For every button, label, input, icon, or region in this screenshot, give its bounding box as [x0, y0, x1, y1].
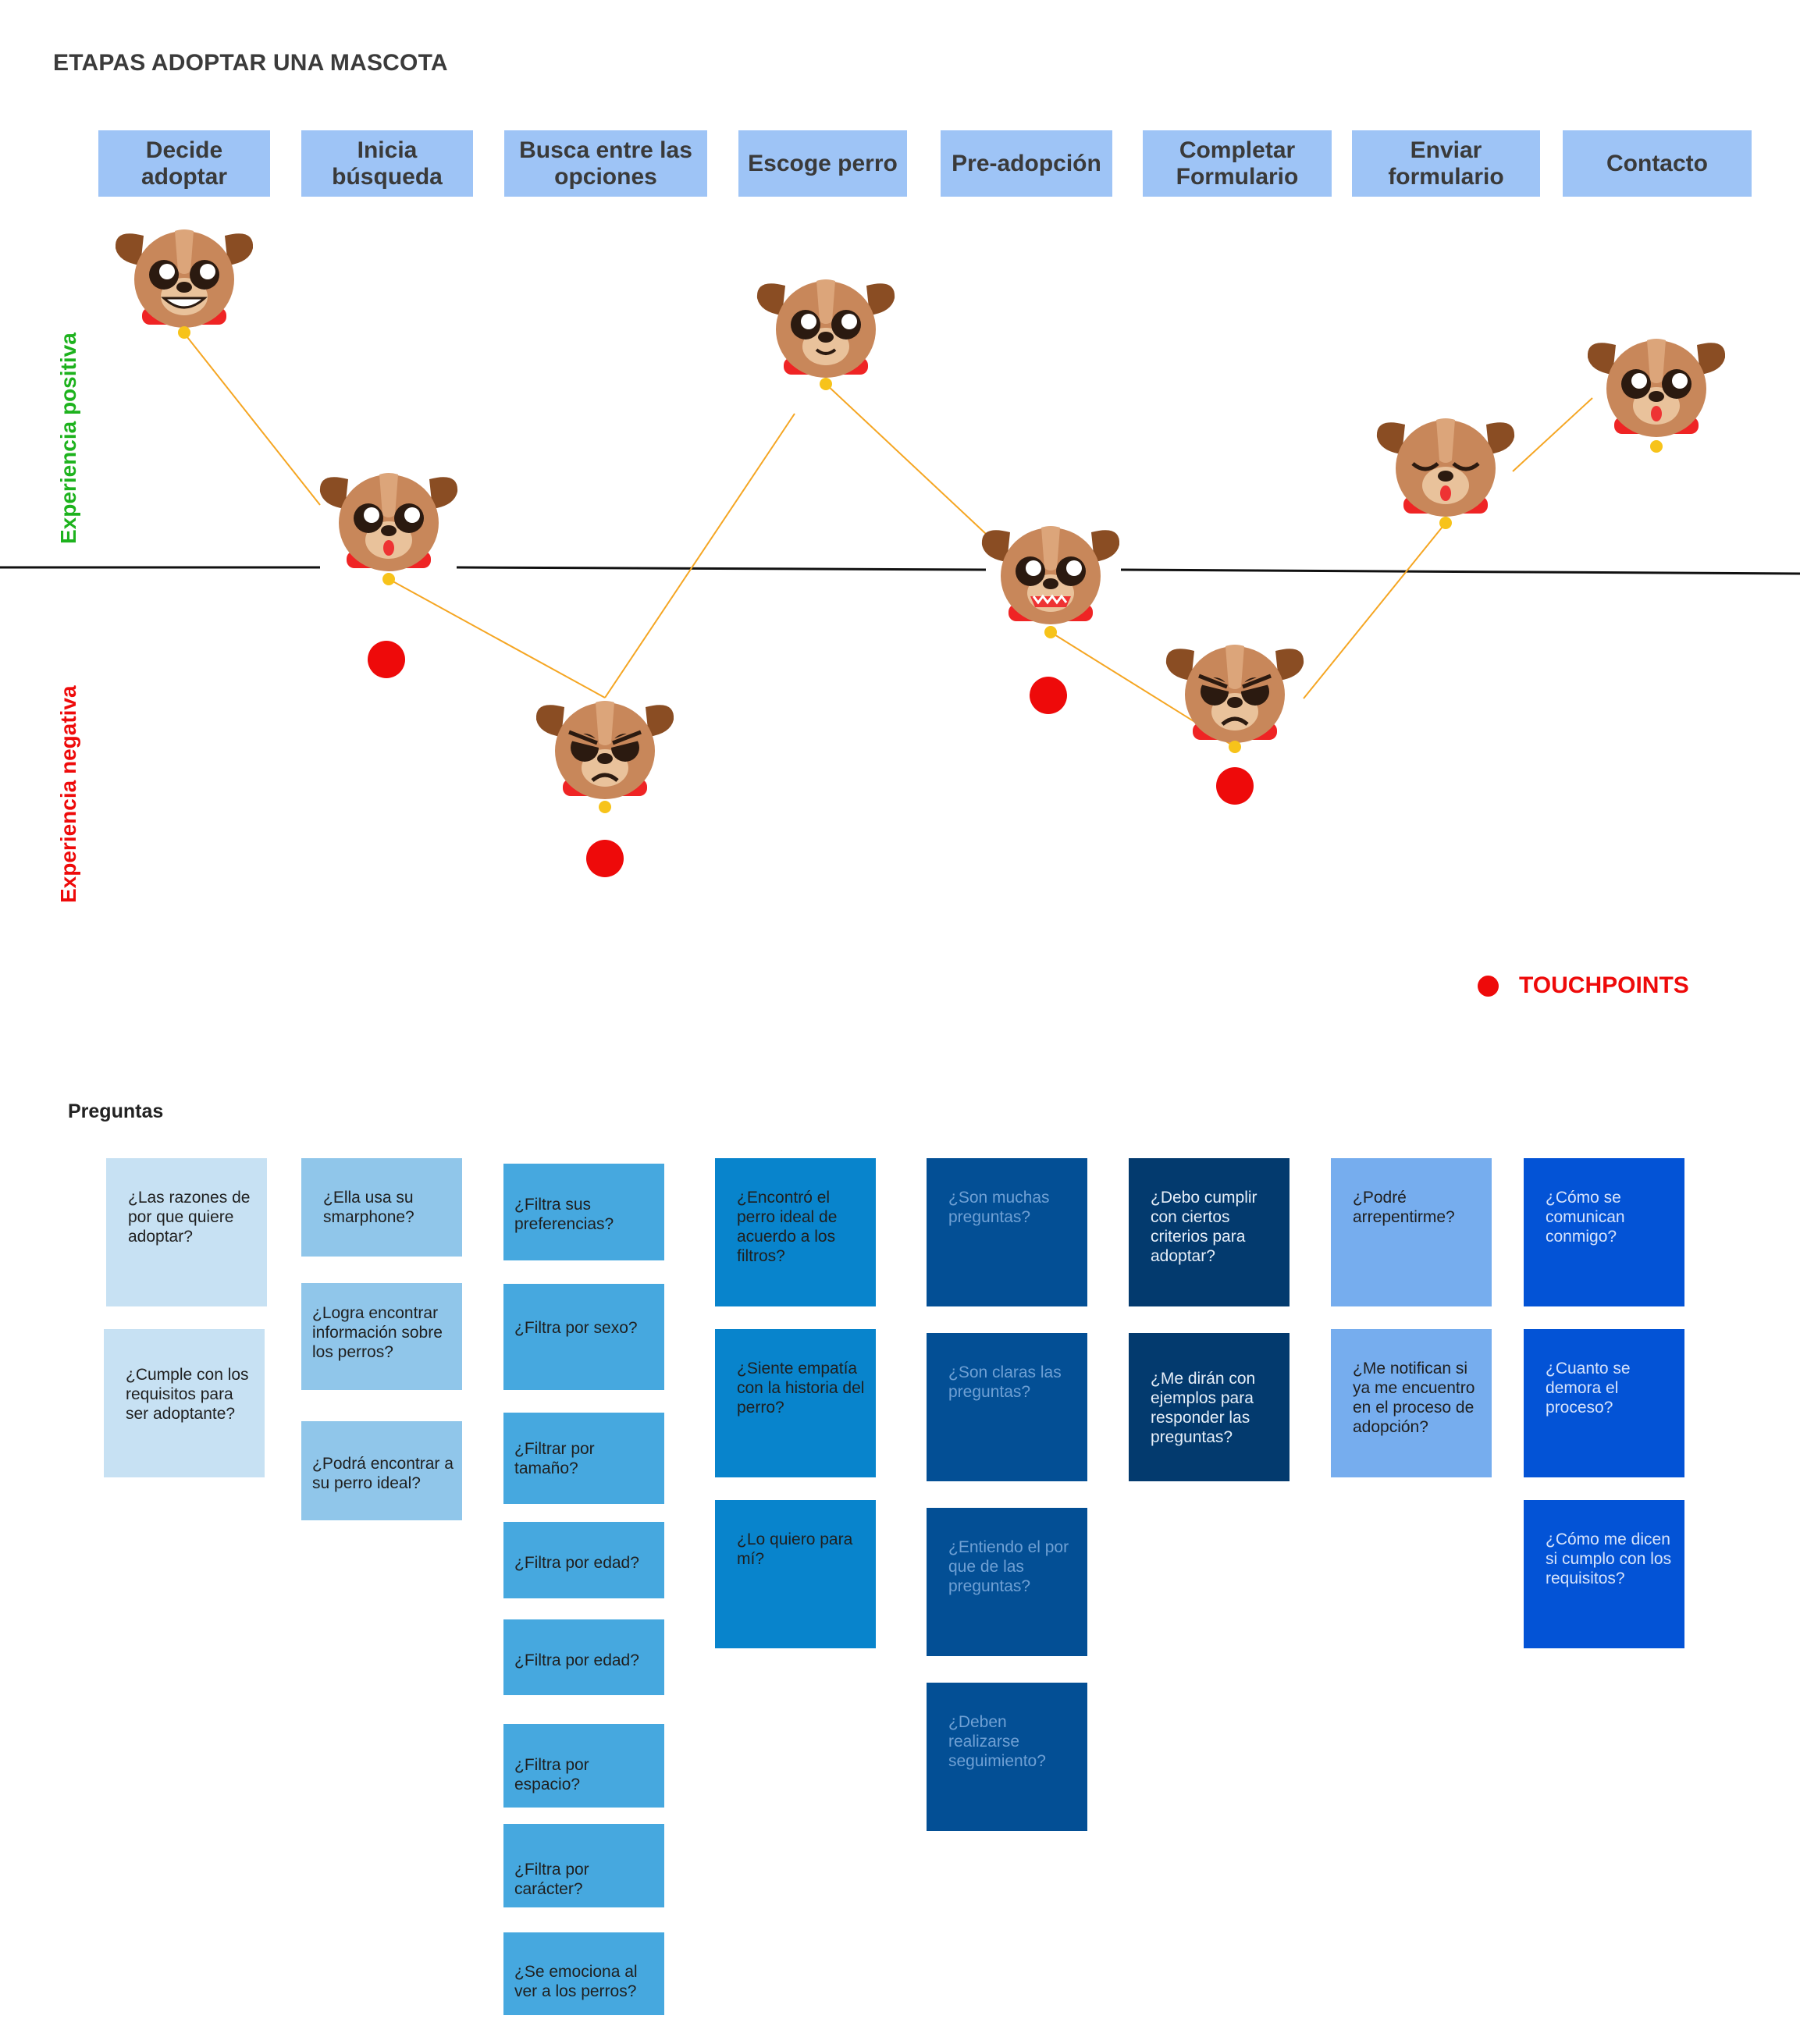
question-note[interactable]: ¿Son muchas preguntas? [927, 1158, 1087, 1306]
question-note[interactable]: ¿Siente empatía con la historia del perr… [715, 1329, 876, 1477]
question-note[interactable]: ¿Filtra por edad? [503, 1522, 664, 1598]
question-note[interactable]: ¿Se emociona al ver a los perros? [503, 1932, 664, 2015]
dog-happy-icon [756, 279, 895, 390]
touchpoint-dot[interactable] [1216, 767, 1254, 805]
neutral-baseline [0, 566, 1800, 575]
emotion-line-seg-3 [604, 413, 795, 699]
touchpoint-legend-dot [1478, 975, 1499, 997]
dog-surprised-icon [319, 473, 458, 585]
touchpoints-legend: TOUCHPOINTS [1478, 972, 1689, 999]
touchpoint-dot[interactable] [1030, 677, 1067, 714]
question-note[interactable]: ¿Filtra por edad? [503, 1619, 664, 1695]
emotion-line-seg-2 [388, 578, 606, 699]
question-note[interactable]: ¿Entiendo el por que de las preguntas? [927, 1508, 1087, 1656]
stage-inicia-busqueda[interactable]: Inicia búsqueda [301, 130, 473, 197]
question-note[interactable]: ¿Logra encontrar información sobre los p… [301, 1283, 462, 1390]
dog-angry-icon [535, 701, 674, 813]
emotion-line [183, 332, 1593, 748]
emotion-line-seg-6 [1303, 522, 1446, 699]
stage-decide-adoptar[interactable]: Decide adoptar [98, 130, 270, 197]
question-note[interactable]: ¿Ella usa su smarphone? [301, 1158, 462, 1257]
question-note[interactable]: ¿Cómo me dicen si cumplo con los requisi… [1524, 1500, 1684, 1648]
question-note[interactable]: ¿Deben realizarse seguimiento? [927, 1683, 1087, 1831]
stage-pre-adopcion[interactable]: Pre-adopción [941, 130, 1112, 197]
stage-enviar-formulario[interactable]: Enviar formulario [1352, 130, 1540, 197]
question-note[interactable]: ¿Me dirán con ejemplos para responder la… [1129, 1333, 1290, 1481]
questions-title: Preguntas [68, 1100, 164, 1122]
dog-angry-icon-2 [1165, 645, 1304, 753]
stage-busca-opciones[interactable]: Busca entre las opciones [504, 130, 707, 197]
question-note[interactable]: ¿Me notifican si ya me encuentro en el p… [1331, 1329, 1492, 1477]
question-note[interactable]: ¿Podrá encontrar a su perro ideal? [301, 1421, 462, 1520]
dog-grinning-icon [115, 229, 254, 339]
touchpoint-dot[interactable] [586, 840, 624, 877]
stage-contacto[interactable]: Contacto [1563, 130, 1752, 197]
question-note[interactable]: ¿Encontró el perro ideal de acuerdo a lo… [715, 1158, 876, 1306]
emotion-line-seg-7 [1512, 397, 1593, 472]
question-note[interactable]: ¿Podré arrepentirme? [1331, 1158, 1492, 1306]
question-note[interactable]: ¿Las razones de por que quiere adoptar? [106, 1158, 267, 1306]
emotion-journey-chart [0, 229, 1800, 877]
question-note[interactable]: ¿Filtrar por tamaño? [503, 1413, 664, 1504]
question-note[interactable]: ¿Filtra por sexo? [503, 1284, 664, 1390]
question-note[interactable]: ¿Debo cumplir con ciertos criterios para… [1129, 1158, 1290, 1306]
dog-relieved-icon [1376, 418, 1515, 529]
dog-annoyed-icon [981, 526, 1120, 638]
question-note[interactable]: ¿Cómo se comunican conmigo? [1524, 1158, 1684, 1306]
question-note[interactable]: ¿Cuanto se demora el proceso? [1524, 1329, 1684, 1477]
question-note[interactable]: ¿Filtra por espacio? [503, 1724, 664, 1808]
question-note[interactable]: ¿Son claras las preguntas? [927, 1333, 1087, 1481]
touchpoints-legend-label: TOUCHPOINTS [1519, 972, 1689, 998]
stage-escoge-perro[interactable]: Escoge perro [738, 130, 907, 197]
emotion-line-seg-1 [183, 332, 321, 506]
dog-surprised-icon-2 [1587, 339, 1726, 453]
emotion-line-seg-4 [825, 383, 987, 535]
touchpoint-dot[interactable] [368, 641, 405, 678]
page-title: ETAPAS ADOPTAR UNA MASCOTA [53, 50, 448, 76]
touchpoints [368, 641, 1254, 877]
question-note[interactable]: ¿Filtra sus preferencias? [503, 1164, 664, 1260]
question-note[interactable]: ¿Cumple con los requisitos para ser adop… [104, 1329, 265, 1477]
question-note[interactable]: ¿Filtra por carácter? [503, 1824, 664, 1907]
question-note[interactable]: ¿Lo quiero para mí? [715, 1500, 876, 1648]
stage-completar-formulario[interactable]: Completar Formulario [1143, 130, 1332, 197]
